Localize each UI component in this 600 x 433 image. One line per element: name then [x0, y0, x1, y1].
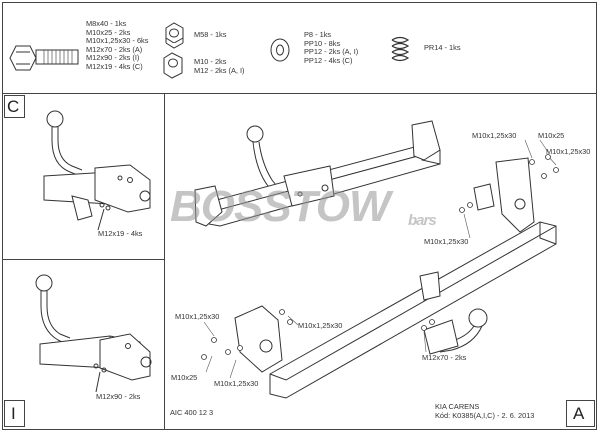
vehicle-name: KIA CARENS	[435, 402, 480, 411]
washers-list-label: P8 - 1ks PP10 - 8ks PP12 - 2ks (A, I) PP…	[304, 30, 359, 65]
washer-icon	[270, 38, 290, 62]
spring-washer-label: PR14 - 1ks	[424, 43, 461, 52]
bolt-icon	[9, 45, 79, 71]
main-callout-3: M10x1,25x30	[546, 147, 591, 156]
main-callout-7: M10x25	[171, 373, 198, 382]
variant-c-letter: C	[7, 97, 20, 116]
hardware-markers	[201, 154, 559, 360]
lower-view-drawing	[234, 157, 557, 399]
nut-m8-label: M58 - 1ks	[194, 30, 227, 39]
bolts-list-label: M8x40 - 1ks M10x25 - 2ks M10x1,25x30 - 6…	[86, 19, 149, 71]
variant-a-letter: A	[573, 404, 585, 423]
leader-lines	[203, 139, 557, 379]
main-callout-9: M12x70 - 2ks	[422, 353, 467, 362]
main-callout-6: M10x1,25x30	[298, 321, 343, 330]
variant-i-letter: I	[11, 404, 16, 423]
variant-c-bolt-callout: M12x19 - 4ks	[98, 229, 143, 238]
label-box-i	[4, 400, 25, 427]
main-callout-8: M10x1,25x30	[214, 379, 259, 388]
variant-i-bolt-callout: M12x90 - 2ks	[96, 392, 141, 401]
variant-c-drawing	[43, 110, 151, 231]
bosstow-watermark: BOSSTOW	[170, 182, 391, 231]
main-callout-4: M10x1,25x30	[424, 237, 469, 246]
upper-view-drawing	[194, 120, 441, 227]
nut-m10-m12-icon	[163, 52, 183, 79]
drawing-kod: Kód: K0385(A,I,C) - 2. 6. 2013	[435, 411, 535, 420]
main-callout-2: M10x25	[538, 131, 565, 140]
nut-m8-icon	[165, 22, 184, 49]
nuts-list-label: M10 - 2ks M12 - 2ks (A, I)	[194, 57, 245, 75]
main-callout-1: M10x1,25x30	[472, 131, 517, 140]
main-callout-5: M10x1,25x30	[175, 312, 220, 321]
bosstow-watermark-suffix: bars	[408, 212, 437, 229]
variant-i-drawing	[35, 274, 152, 393]
label-box-c	[4, 95, 25, 118]
label-box-a	[566, 400, 595, 427]
spring-washer-icon	[391, 36, 410, 62]
drawing-code: AIC 400 12 3	[170, 408, 214, 417]
